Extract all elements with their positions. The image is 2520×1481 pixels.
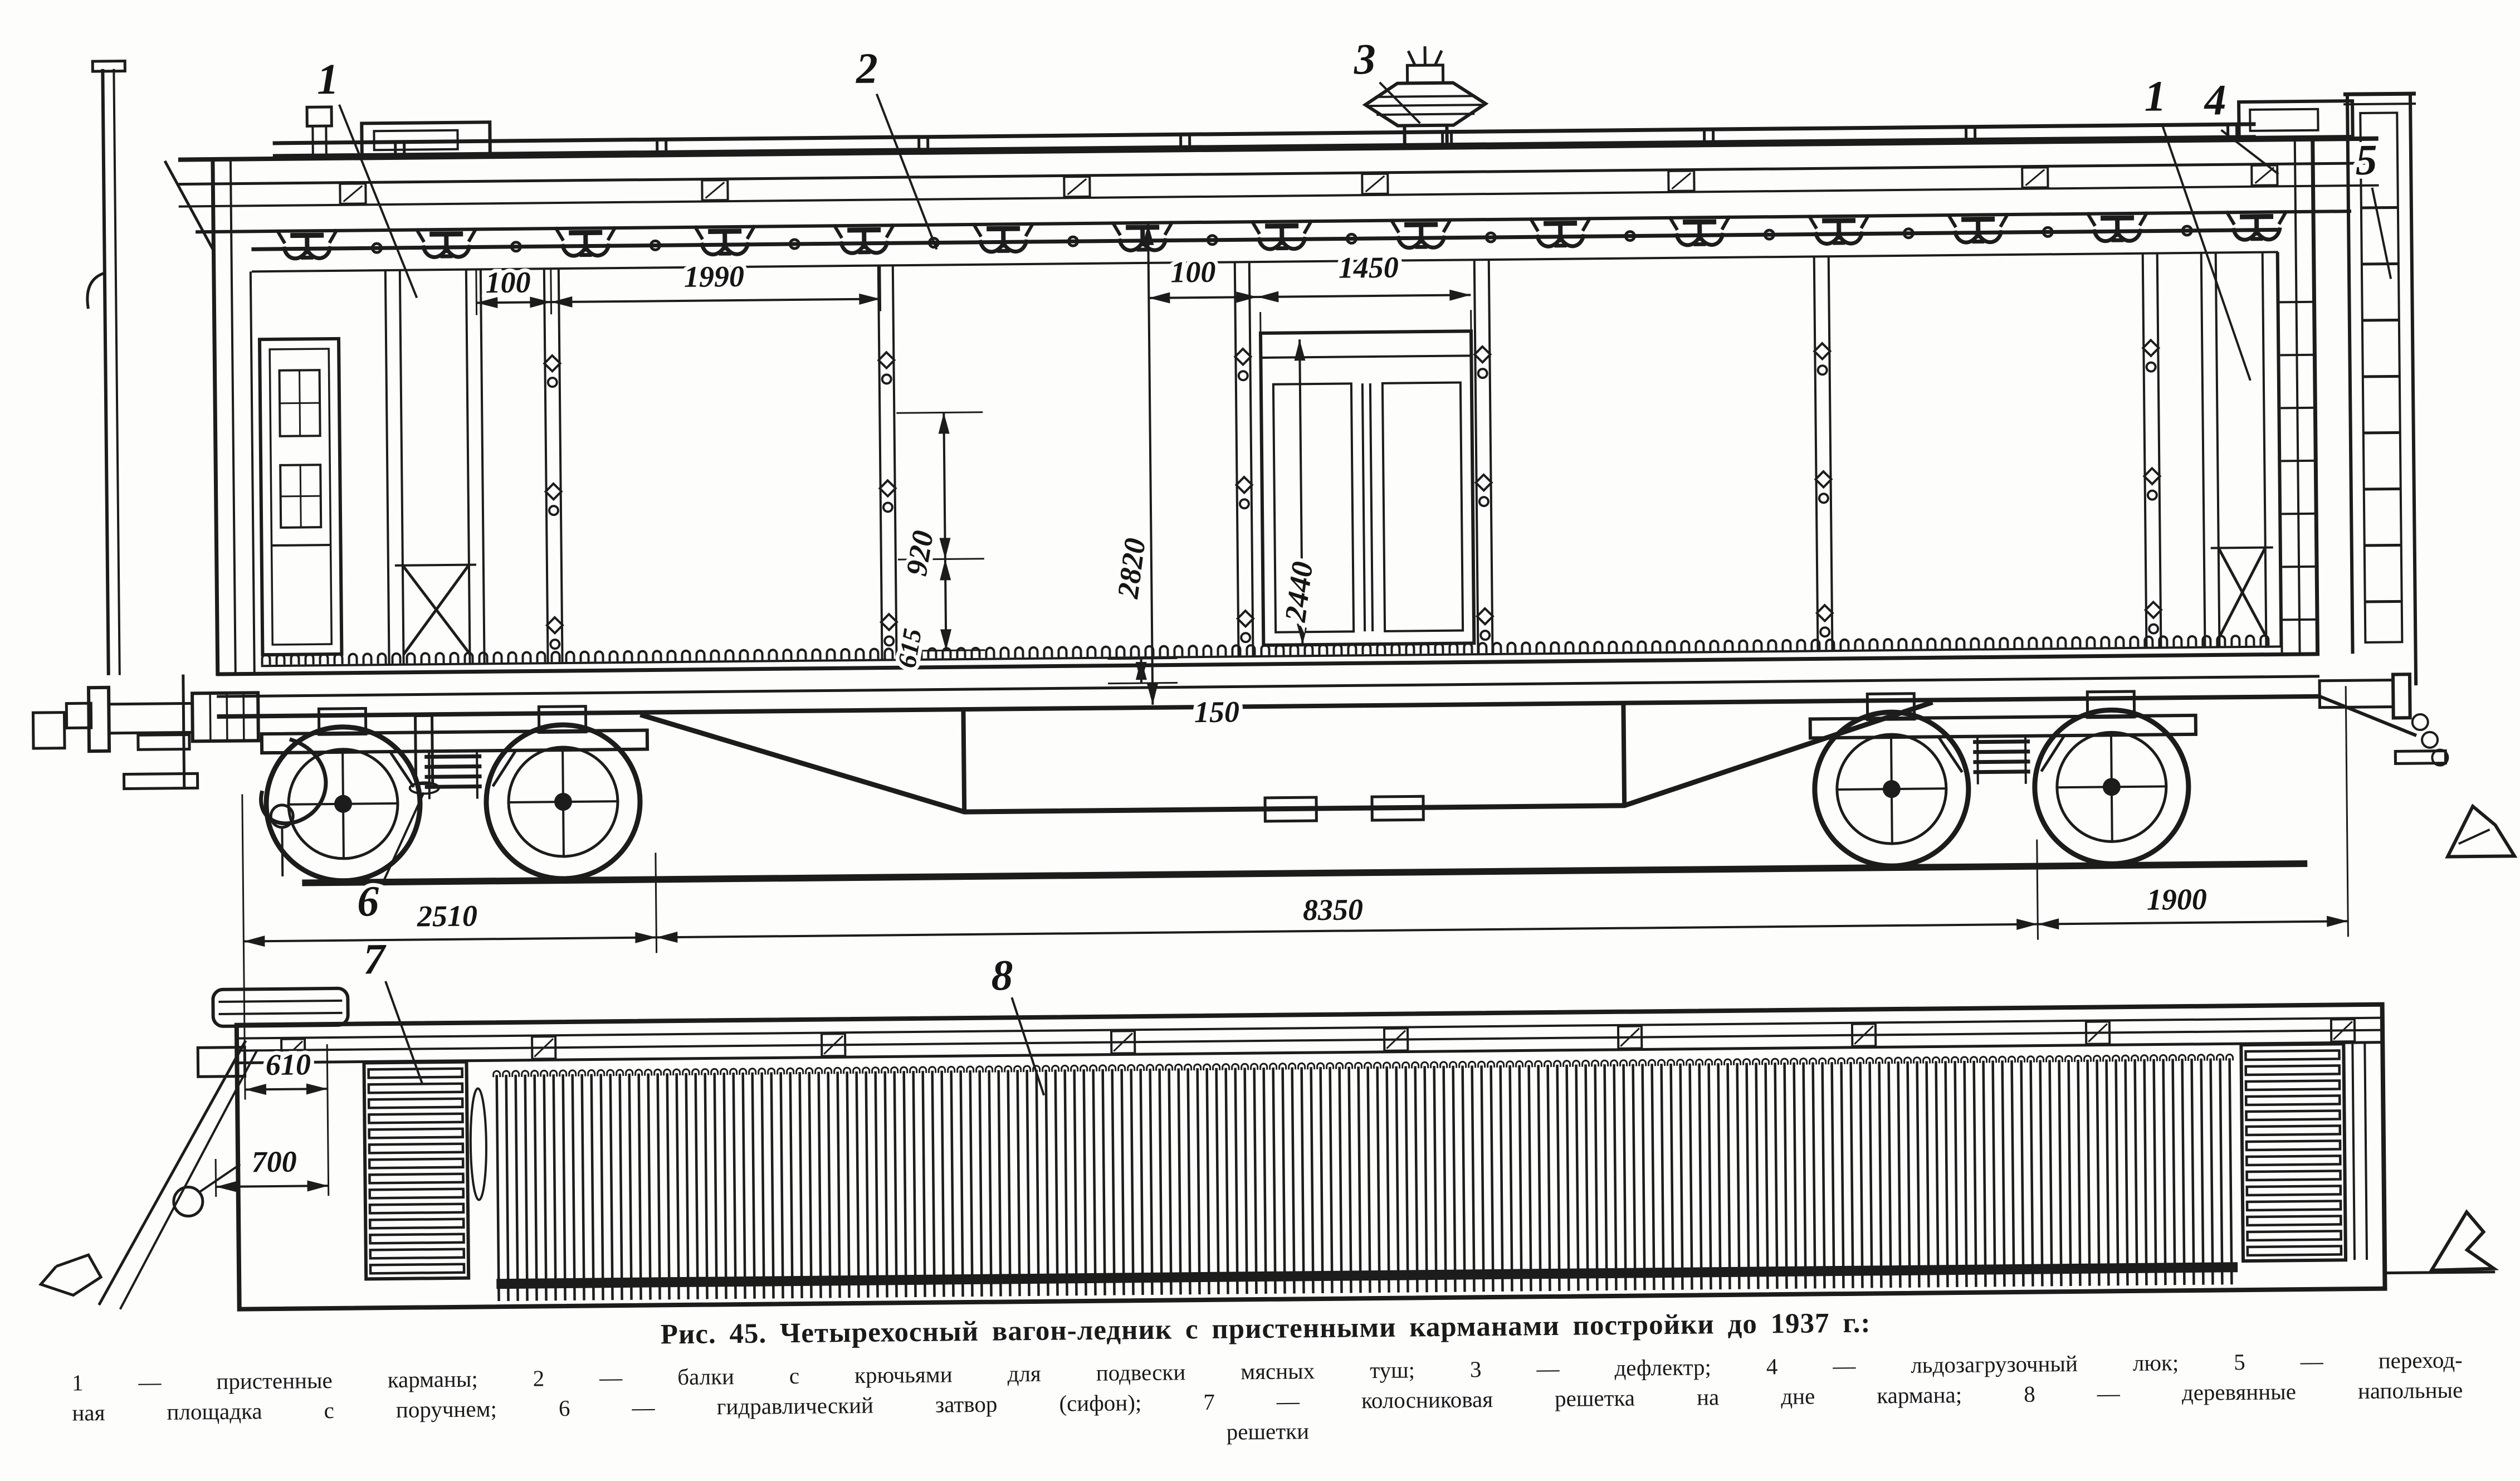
bogie-right — [1808, 690, 2197, 869]
rail-line — [302, 860, 2308, 886]
dim-pocket-width-left: 100 — [485, 266, 531, 300]
pocket-brace-right — [2210, 546, 2273, 638]
dim-plan-end-width: 700 — [251, 1145, 297, 1179]
coupler-left — [31, 685, 328, 876]
callout-ice-hatch: 4 — [2203, 75, 2226, 124]
dim-door-gap: 100 — [1170, 255, 1216, 289]
deflector — [1362, 46, 1489, 148]
side-view-drawing — [31, 46, 2518, 886]
truss-rods — [639, 700, 1933, 823]
callout-platform: 5 — [2355, 135, 2377, 184]
hook-beam — [251, 227, 2278, 251]
pocket-brace-left — [394, 563, 476, 656]
end-platform-right — [2319, 91, 2448, 765]
callout-siphon: 6 — [357, 876, 379, 925]
callout-hook-beam: 2 — [855, 44, 878, 92]
brake-platform-left — [86, 59, 215, 791]
bogie-left — [260, 705, 649, 884]
callout-bottom-grate: 7 — [363, 934, 387, 983]
callout-floor-grating: 8 — [991, 951, 1013, 999]
ice-hatch-right — [2237, 99, 2355, 140]
dim-door-height: 2440 — [1278, 559, 1320, 624]
dim-end-to-bogie: 2510 — [417, 899, 478, 933]
dim-bogie-centers: 8350 — [1303, 893, 1364, 927]
plan-view-drawing — [38, 986, 2499, 1312]
roof-vent — [305, 105, 333, 158]
dim-floor-grating-height: 150 — [1194, 695, 1240, 729]
ice-hatch-left — [360, 120, 492, 159]
drawing-linework — [214, 81, 2402, 1302]
dim-bay-width: 1990 — [684, 260, 745, 294]
callout-wall-pocket-right: 1 — [2144, 71, 2166, 120]
labels: 100 1990 100 1450 2820 2440 920 615 150 … — [247, 31, 2381, 1182]
floor-tie-bar — [496, 1262, 2238, 1289]
callout-deflector: 3 — [1353, 35, 1376, 83]
end-door — [257, 337, 344, 657]
callout-wall-pocket-left: 1 — [317, 55, 339, 103]
dim-interior-height: 2820 — [1111, 536, 1152, 601]
dim-panel-upper: 920 — [900, 528, 940, 578]
coupler-right — [2318, 673, 2518, 859]
dim-door-width: 1450 — [1339, 251, 1399, 285]
bottom-grate-right — [2239, 1042, 2368, 1263]
plan-left-end — [38, 986, 350, 1310]
bottom-grate-left — [362, 1060, 487, 1281]
dim-panel-lower: 615 — [892, 626, 927, 670]
plan-right-coupler — [2385, 1209, 2499, 1275]
dim-bogie-to-end: 1900 — [2147, 883, 2208, 917]
dim-plan-grate-width: 610 — [266, 1048, 311, 1081]
siphon-pipe — [408, 714, 440, 795]
